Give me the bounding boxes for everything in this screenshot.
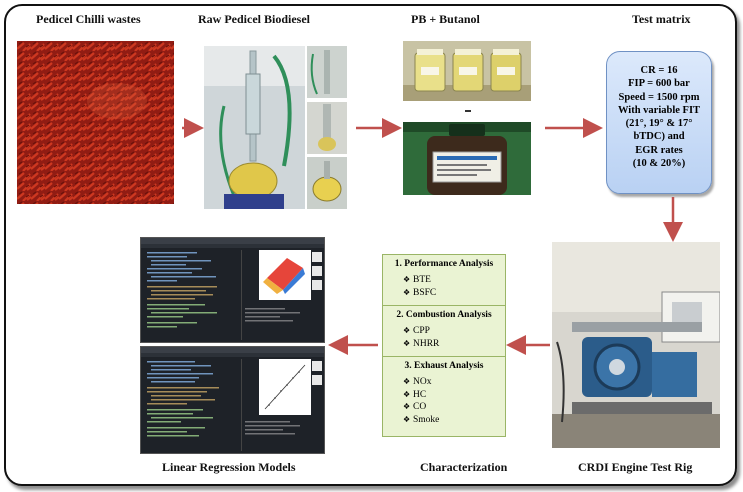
label-engine-test-rig: CRDI Engine Test Rig <box>578 460 693 474</box>
diagram-frame <box>4 4 737 486</box>
label-chilli-wastes: Pedicel Chilli wastes <box>36 12 141 26</box>
section-combustion-title: 2. Combustion Analysis <box>396 310 492 320</box>
matrix-line-fit: With variable FIT <box>617 104 701 116</box>
diamond-bullet-icon: ❖ <box>403 275 411 284</box>
fuel-blend-bottles-photo <box>403 41 531 101</box>
biodiesel-photo-top <box>307 46 347 98</box>
list-item: ❖CPP <box>383 325 505 338</box>
item-nhrr: NHRR <box>413 338 440 349</box>
item-co: CO <box>413 402 427 412</box>
regression-screenshot-top <box>140 237 325 343</box>
list-item: ❖NHRR <box>383 338 505 351</box>
engine-test-rig-photo <box>552 242 720 448</box>
diamond-bullet-icon: ❖ <box>403 377 411 386</box>
list-item: ❖BTE <box>383 274 505 287</box>
matrix-line-egr-values: (10 & 20%) <box>632 158 686 170</box>
matrix-line-btdc: bTDC) and <box>633 131 685 143</box>
matrix-line-angles: (21°, 19° & 17° <box>625 118 693 130</box>
label-test-matrix: Test matrix <box>632 12 691 26</box>
list-item: ❖NOx <box>383 376 505 389</box>
plus-symbol <box>465 110 471 112</box>
matrix-line-speed: Speed = 1500 rpm <box>618 91 700 103</box>
regression-screenshot-bottom <box>140 346 325 454</box>
item-bsfc: BSFC <box>413 287 437 298</box>
diamond-bullet-icon: ❖ <box>403 389 411 399</box>
section-divider <box>383 305 505 306</box>
label-pb-butanol: PB + Butanol <box>411 12 480 26</box>
matrix-line-egr: EGR rates <box>635 144 683 156</box>
chilli-wastes-photo <box>17 41 174 204</box>
diamond-bullet-icon: ❖ <box>403 326 411 335</box>
diamond-bullet-icon: ❖ <box>403 402 411 411</box>
biodiesel-apparatus-photo <box>204 46 305 209</box>
diamond-bullet-icon: ❖ <box>403 414 411 424</box>
item-hc: HC <box>413 389 427 400</box>
list-item: ❖CO <box>383 401 505 414</box>
list-item: ❖BSFC <box>383 287 505 300</box>
list-item: ❖Smoke <box>383 414 505 427</box>
matrix-line-cr: CR = 16 <box>640 65 678 76</box>
item-smoke: Smoke <box>413 414 440 425</box>
list-item: ❖HC <box>383 389 505 402</box>
butanol-bottle-photo <box>403 122 531 195</box>
label-raw-biodiesel: Raw Pedicel Biodiesel <box>198 12 310 26</box>
characterization-box: 1. Performance Analysis ❖BTE ❖BSFC 2. Co… <box>382 254 506 437</box>
label-characterization: Characterization <box>420 460 508 474</box>
section-performance-title: 1. Performance Analysis <box>394 259 494 269</box>
biodiesel-photo-bottom <box>307 157 347 209</box>
item-cpp: CPP <box>413 326 430 336</box>
label-regression-models: Linear Regression Models <box>162 460 296 474</box>
item-bte: BTE <box>413 275 431 285</box>
matrix-line-fip: FIP = 600 bar <box>628 78 690 90</box>
item-nox: NOx <box>413 377 432 387</box>
biodiesel-photo-middle <box>307 102 347 154</box>
section-divider <box>383 356 505 357</box>
test-matrix-box: CR = 16 FIP = 600 bar Speed = 1500 rpm W… <box>606 51 712 194</box>
diamond-bullet-icon: ❖ <box>403 287 411 297</box>
section-exhaust-title: 3. Exhaust Analysis <box>404 361 484 371</box>
diamond-bullet-icon: ❖ <box>403 338 411 348</box>
